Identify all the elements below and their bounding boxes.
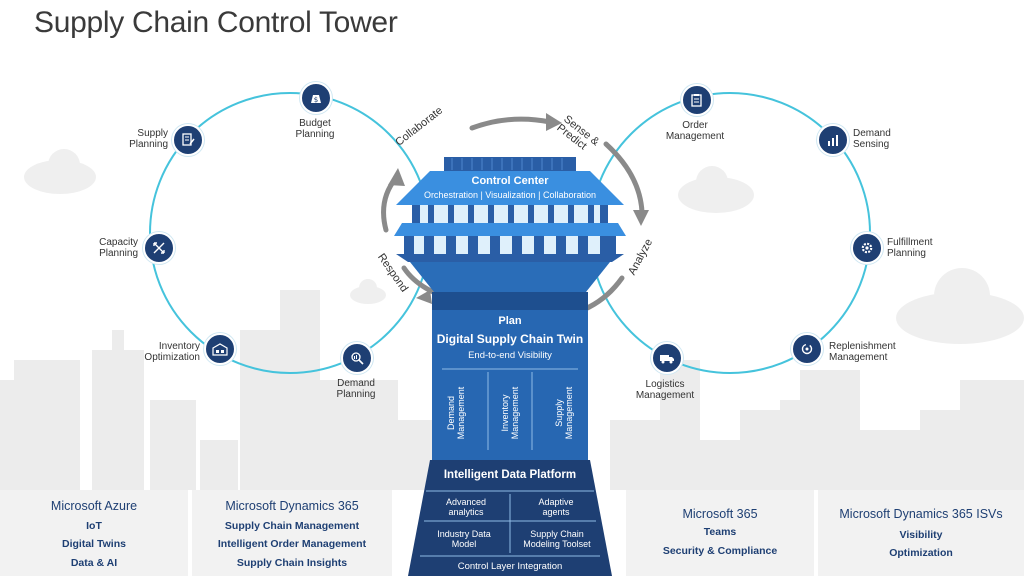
truck-icon: [651, 342, 683, 374]
platform-cell-modeling-toolset: Supply Chain Modeling Toolset: [523, 529, 591, 549]
panel-item: Digital Twins: [62, 538, 126, 550]
panel-dynamics-365: Microsoft Dynamics 365 Supply Chain Mana…: [192, 490, 392, 576]
money-bag-icon: $: [300, 82, 332, 114]
node-label-demand-planning: Demand Planning: [336, 378, 376, 400]
panel-item: Data & AI: [70, 557, 118, 569]
panel-item: IoT: [86, 520, 102, 532]
panel-microsoft-azure: Microsoft Azure IoT Digital Twins Data &…: [0, 490, 188, 576]
panel-dynamics-365-isvs: Microsoft Dynamics 365 ISVs Visibility O…: [818, 490, 1024, 576]
control-center-subtitle: Orchestration | Visualization | Collabor…: [423, 190, 597, 200]
panel-microsoft-365: Microsoft 365 Teams Security & Complianc…: [626, 490, 814, 576]
node-label-replenishment-management: Replenishment Management: [829, 341, 896, 363]
panel-title: Microsoft Azure: [50, 499, 138, 513]
node-label-logistics-management: Logistics Management: [635, 379, 695, 401]
panel-item: Supply Chain Management: [224, 520, 360, 532]
twin-column-supply: Supply Management: [554, 386, 574, 440]
page-title: Supply Chain Control Tower: [34, 6, 398, 39]
node-label-supply-planning: Supply Planning: [129, 128, 168, 150]
panel-item: Optimization: [889, 547, 953, 559]
bar-chart-icon: [817, 124, 849, 156]
node-label-order-management: Order Management: [665, 120, 725, 142]
panel-title: Microsoft Dynamics 365 ISVs: [839, 507, 1003, 521]
city-skyline: [0, 290, 1024, 490]
panel-title: Microsoft 365: [682, 507, 758, 521]
node-label-capacity-planning: Capacity Planning: [99, 237, 138, 259]
twin-column-inventory: Inventory Management: [500, 386, 520, 440]
chart-search-icon: [341, 342, 373, 374]
plan-label: Plan: [498, 315, 522, 327]
twin-title: Digital Supply Chain Twin: [436, 332, 584, 346]
twin-column-demand: Demand Management: [446, 386, 466, 440]
clipboard-icon: [681, 84, 713, 116]
node-label-inventory-optimization: Inventory Optimization: [144, 341, 200, 363]
panel-item: Intelligent Order Management: [217, 538, 367, 550]
warehouse-icon: [204, 333, 236, 365]
panel-title: Microsoft Dynamics 365: [225, 499, 359, 513]
platform-cell-analytics: Advanced analytics: [445, 497, 487, 517]
node-label-demand-sensing: Demand Sensing: [853, 128, 891, 150]
gear-icon: [851, 232, 883, 264]
node-label-budget-planning: Budget Planning: [295, 118, 335, 140]
cycle-icon: [791, 333, 823, 365]
document-edit-icon: [172, 124, 204, 156]
twin-subtitle: End-to-end Visibility: [468, 350, 552, 361]
panel-item: Security & Compliance: [662, 545, 778, 557]
panel-item: Supply Chain Insights: [236, 557, 348, 569]
node-label-fulfillment-planning: Fulfillment Planning: [887, 237, 933, 259]
panel-item: Visibility: [899, 529, 943, 541]
clouds: [24, 149, 1024, 344]
panel-item: Teams: [703, 526, 737, 538]
platform-title: Intelligent Data Platform: [443, 469, 577, 481]
platform-cell-agents: Adaptive agents: [538, 497, 574, 517]
control-center-title: Control Center: [471, 175, 549, 187]
platform-cell-data-model: Industry Data Model: [437, 529, 491, 549]
svg-text:$: $: [314, 96, 318, 104]
arrows-expand-icon: [143, 232, 175, 264]
platform-footer: Control Layer Integration: [457, 561, 563, 572]
